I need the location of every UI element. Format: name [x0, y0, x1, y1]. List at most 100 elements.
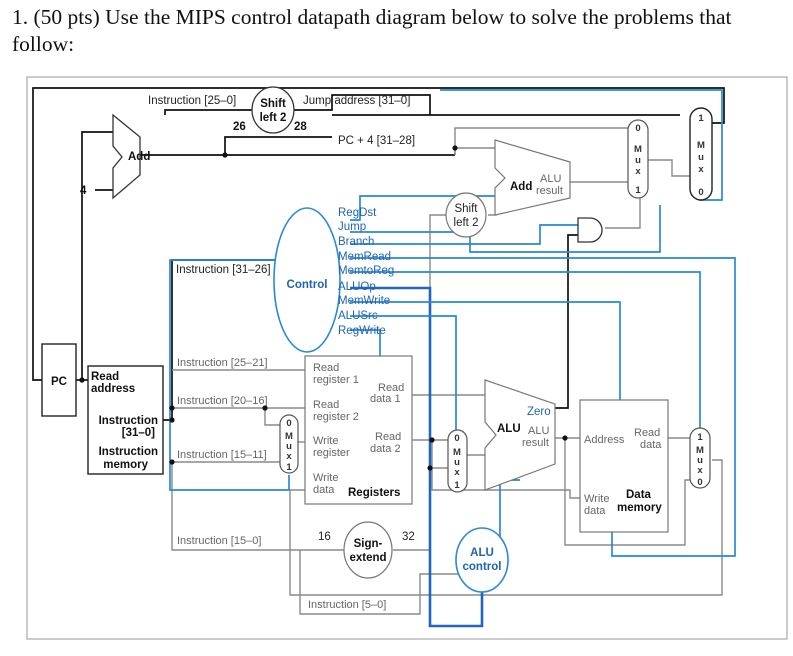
label-shift-b: left 2 — [260, 112, 287, 124]
signal-memread: MemRead — [338, 251, 391, 263]
label-instruction-a: Instruction — [99, 415, 158, 427]
signal-alusrc: ALUSrc — [338, 310, 378, 322]
label-dmem-b: memory — [617, 502, 662, 514]
label-read-reg1-a: Read — [313, 362, 339, 374]
memtoreg-mux-one: 1 — [697, 432, 703, 443]
wire-pc4-to-mux — [454, 127, 628, 155]
junction-dot — [427, 465, 433, 471]
jump-mux-m: M — [697, 140, 705, 151]
regdst-mux-zero: 0 — [286, 418, 291, 429]
label-four: 4 — [80, 185, 87, 197]
alusrc-mux-one: 1 — [454, 480, 460, 491]
label-sign-a: Sign- — [354, 538, 383, 550]
memtoreg-mux — [689, 427, 711, 489]
junction-dot — [452, 145, 458, 151]
label-read-data1-b: data 1 — [370, 393, 401, 405]
label-jump-address: Jump address [31–0] — [303, 95, 410, 107]
label-write-data-a: Write — [313, 472, 338, 484]
label-instr-15-11: Instruction [15–11] — [177, 449, 267, 461]
regdst-mux-m: M — [285, 431, 293, 442]
signal-memtoreg: MemtoReg — [338, 265, 394, 277]
junction-dot — [222, 152, 228, 158]
label-imem-b: memory — [103, 459, 148, 471]
label-dm-write-b: data — [584, 505, 606, 517]
junction-dot — [562, 435, 568, 441]
label-write-reg-b: register — [313, 447, 350, 459]
label-write-reg-a: Write — [313, 435, 338, 447]
signal-branch: Branch — [338, 236, 374, 248]
label-imem-a: Instruction — [99, 446, 158, 458]
signal-regdst: RegDst — [338, 207, 377, 219]
label-instr-25-21: Instruction [25–21] — [177, 357, 268, 369]
signal-regwrite: RegWrite — [338, 325, 386, 337]
label-alu-res-a: ALU — [528, 425, 549, 437]
label-alu-res-b: result — [522, 437, 549, 449]
label-address: Address — [584, 434, 625, 446]
label-bits-26: 26 — [233, 121, 246, 133]
label-pc-plus-4: PC + 4 [31–28] — [338, 135, 415, 147]
wire-instr20-to-mux — [264, 408, 280, 426]
and-gate — [577, 217, 603, 243]
branch-mux-m: M — [634, 144, 642, 155]
signal-jump: Jump — [338, 221, 366, 233]
label-read-address-a: Read — [91, 371, 119, 383]
wire-memwrite — [350, 301, 621, 400]
label-read-data1-a: Read — [378, 382, 404, 394]
label-dm-read-b: data — [640, 439, 662, 451]
regdst-mux-one: 1 — [286, 462, 292, 473]
wire-jump-to-jmux — [440, 89, 723, 201]
junction-dot — [169, 405, 175, 411]
wire-pc4-to-add2 — [454, 147, 495, 155]
branch-mux-zero: 0 — [635, 123, 640, 134]
label-shift2-a: Shift — [454, 203, 478, 215]
label-instr-31-26: Instruction [31–26] — [176, 264, 271, 276]
label-registers: Registers — [348, 487, 400, 499]
label-instr-20-16: Instruction [20–16] — [177, 395, 268, 407]
label-read-address-b: address — [91, 383, 135, 395]
label-instruction-b: [31–0] — [122, 427, 155, 439]
label-dm-read-a: Read — [634, 427, 660, 439]
diagram-frame — [26, 76, 788, 640]
label-read-data2-b: data 2 — [370, 443, 401, 455]
wire-alu-bypass — [564, 438, 690, 546]
label-instr-25-0: Instruction [25–0] — [148, 95, 236, 107]
label-add: Add — [128, 151, 150, 163]
question-text: 1. (50 pts) Use the MIPS control datapat… — [12, 5, 732, 56]
label-bits-32: 32 — [402, 531, 415, 543]
wire-alusrc — [350, 315, 457, 430]
wire-branch — [350, 224, 578, 245]
wire-writeback — [289, 459, 723, 596]
label-zero: Zero — [527, 406, 551, 418]
jump-mux-u: u — [698, 152, 704, 163]
memtoreg-mux-u: u — [697, 455, 703, 466]
pc-register — [41, 343, 77, 417]
jump-mux-x: x — [698, 164, 704, 175]
sign-extend — [343, 521, 393, 579]
alusrc-mux-u: u — [454, 457, 460, 468]
label-alu-result-b: result — [536, 185, 563, 197]
wire-memtoreg — [350, 271, 701, 428]
wire-regwrite — [350, 329, 381, 360]
label-instr-15-0: Instruction [15–0] — [177, 535, 261, 547]
junction-dot — [169, 459, 175, 465]
alusrc-mux — [447, 429, 468, 493]
instruction-memory — [87, 365, 164, 475]
signal-memwrite: MemWrite — [338, 295, 390, 307]
label-read-data2-a: Read — [375, 431, 401, 443]
wire-rd2-to-mem — [431, 440, 580, 499]
label-sign-b: extend — [349, 552, 386, 564]
wire-and-out — [605, 195, 641, 229]
branch-mux-u: u — [635, 155, 641, 166]
label-shift2-b: left 2 — [454, 217, 479, 229]
alusrc-mux-zero: 0 — [454, 433, 459, 444]
memtoreg-mux-zero: 0 — [697, 477, 702, 488]
wire-regdst-to-mux — [169, 259, 290, 491]
branch-mux — [627, 119, 649, 199]
regdst-mux-x: x — [286, 451, 292, 462]
label-control: Control — [287, 279, 328, 291]
wire-instr5-0 — [299, 550, 458, 615]
control-unit — [273, 207, 341, 353]
jump-mux — [689, 107, 713, 201]
label-alu-control-a: ALU — [470, 547, 494, 559]
